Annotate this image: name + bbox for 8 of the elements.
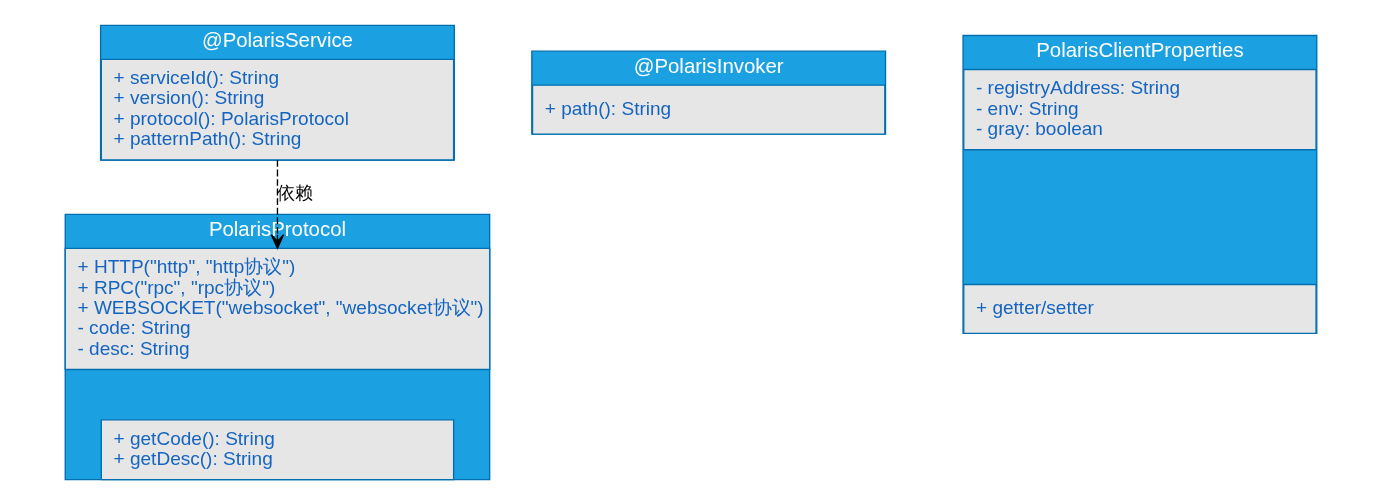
node-box: + getter/setter <box>963 283 1317 334</box>
node-box: - registryAddress: String - env: String - gray: boolean <box>963 68 1317 150</box>
arrow <box>270 158 285 249</box>
node-box: + HTTP("http", "http协议") + RPC("rpc", "rpc协议") + WEBSOCKET("websocket", "websocket协议") - code: String - desc: String <box>64 247 491 370</box>
edge-label: 依赖 <box>277 182 314 203</box>
node-box: + getCode(): String + getDesc(): String <box>100 418 455 480</box>
node-box: + serviceId(): String + version(): String + protocol(): PolarisProtocol + patternPath(): String <box>100 58 455 161</box>
node-box: + path(): String <box>531 84 886 135</box>
